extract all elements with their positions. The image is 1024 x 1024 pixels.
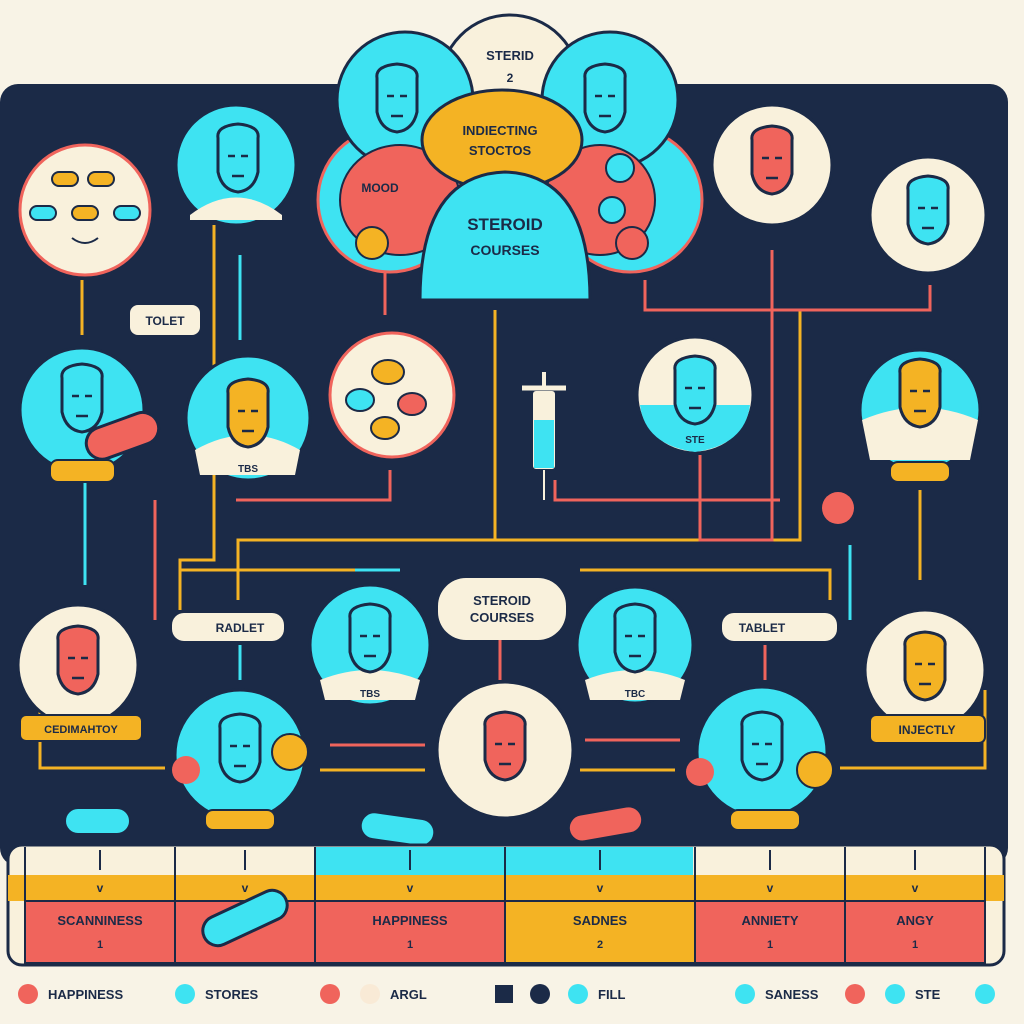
person-node-top-left bbox=[174, 103, 298, 227]
legend-swatch bbox=[360, 984, 380, 1004]
chevron-down-icon: v bbox=[912, 881, 919, 895]
svg-text:TBC: TBC bbox=[625, 689, 646, 700]
table-cell bbox=[844, 900, 986, 964]
svg-text:RADLET: RADLET bbox=[216, 621, 265, 635]
person-node-tbs-mid: TBS bbox=[308, 583, 432, 707]
injectly-label: INJECTLY bbox=[899, 723, 956, 737]
mood-label: MOOD bbox=[361, 181, 399, 195]
person-node-ste: STE bbox=[635, 335, 755, 455]
capsule-icon bbox=[566, 804, 645, 844]
table-cell-number: 1 bbox=[97, 939, 103, 951]
cluster-top-number: 2 bbox=[507, 71, 514, 85]
person-node-far-right bbox=[868, 155, 988, 275]
cluster-top-label: STERID bbox=[486, 48, 534, 63]
table-cell-number: 2 bbox=[597, 939, 603, 951]
svg-text:TBS: TBS bbox=[360, 689, 380, 700]
courses-label: COURSES bbox=[470, 242, 539, 258]
person-node-top-right bbox=[710, 103, 834, 227]
steroid-cluster: STERID 2 INDIECTING STOCTOS MOOD STEROID… bbox=[316, 13, 704, 302]
person-node-cedimahtoy: CEDIMAHTOY bbox=[16, 603, 143, 742]
tbs-left-label: TBS bbox=[238, 464, 258, 475]
legend-swatch bbox=[735, 984, 755, 1004]
chevron-down-icon: v bbox=[97, 881, 104, 895]
person-node-injectly: INJECTLY bbox=[863, 608, 987, 744]
legend-label: STE bbox=[915, 987, 941, 1002]
dark-panel bbox=[0, 84, 1008, 866]
chevron-down-icon: v bbox=[242, 881, 249, 895]
table-cell-label: HAPPINESS bbox=[372, 913, 447, 928]
table-cell-label: ANNIETY bbox=[741, 913, 798, 928]
connectors bbox=[38, 225, 987, 772]
radlet-label: RADLET bbox=[172, 613, 284, 641]
legend-label: SANESS bbox=[765, 987, 819, 1002]
cedimahtoy-label: CEDIMAHTOY bbox=[44, 724, 118, 736]
legend-label: FILL bbox=[598, 987, 625, 1002]
table-cell bbox=[504, 900, 696, 964]
legend: HAPPINESS STORES ARGL FILL SANESS STE bbox=[18, 984, 995, 1004]
person-node-center bbox=[435, 680, 575, 820]
table-cell-number: 1 bbox=[912, 939, 918, 951]
chevron-down-icon: v bbox=[597, 881, 604, 895]
chevron-down-icon: v bbox=[407, 881, 414, 895]
person-node-happy-left bbox=[172, 688, 309, 831]
drop-icon bbox=[822, 492, 854, 524]
table-cell bbox=[24, 900, 176, 964]
person-node-left bbox=[18, 346, 161, 483]
person-node-tbs: TBS bbox=[184, 354, 312, 482]
svg-text:TABLET: TABLET bbox=[739, 621, 786, 635]
table-cell-label: SCANNINESS bbox=[57, 913, 143, 928]
table-cell bbox=[314, 900, 506, 964]
legend-label: HAPPINESS bbox=[48, 987, 123, 1002]
legend-label: STORES bbox=[205, 987, 259, 1002]
table-cell-label: ANGY bbox=[896, 913, 934, 928]
capsule-icon bbox=[64, 807, 131, 835]
ste-label: STE bbox=[685, 435, 705, 446]
table-cell-number: 1 bbox=[407, 939, 413, 951]
capsule-icon bbox=[358, 810, 437, 848]
tablet-label: TABLET bbox=[722, 613, 837, 641]
legend-swatch bbox=[568, 984, 588, 1004]
tablets-node bbox=[328, 331, 456, 459]
legend-swatch bbox=[885, 984, 905, 1004]
table-cell bbox=[694, 900, 846, 964]
person-node-right bbox=[858, 348, 982, 483]
svg-text:COURSES: COURSES bbox=[470, 610, 535, 625]
steroid-courses-label: STEROID COURSES bbox=[438, 578, 566, 640]
svg-text:STEROID: STEROID bbox=[473, 593, 531, 608]
capsule-icon bbox=[201, 888, 289, 948]
chevron-down-icon: v bbox=[767, 881, 774, 895]
legend-swatch bbox=[175, 984, 195, 1004]
table-cell-number: 1 bbox=[767, 939, 773, 951]
syringe-icon bbox=[522, 372, 566, 500]
table-cell-label: SADNES bbox=[573, 913, 628, 928]
steroid-label: STEROID bbox=[467, 215, 543, 234]
legend-label: ARGL bbox=[390, 987, 427, 1002]
injecting-label-2: STOCTOS bbox=[469, 143, 532, 158]
person-node-tbc: TBC bbox=[575, 585, 695, 705]
pills-node bbox=[18, 143, 152, 277]
svg-text:TOLET: TOLET bbox=[145, 314, 185, 328]
legend-swatch bbox=[18, 984, 38, 1004]
person-node-happy-right bbox=[686, 685, 834, 831]
tolet-label: TOLET bbox=[130, 305, 200, 335]
injecting-label-1: INDIECTING bbox=[462, 123, 537, 138]
